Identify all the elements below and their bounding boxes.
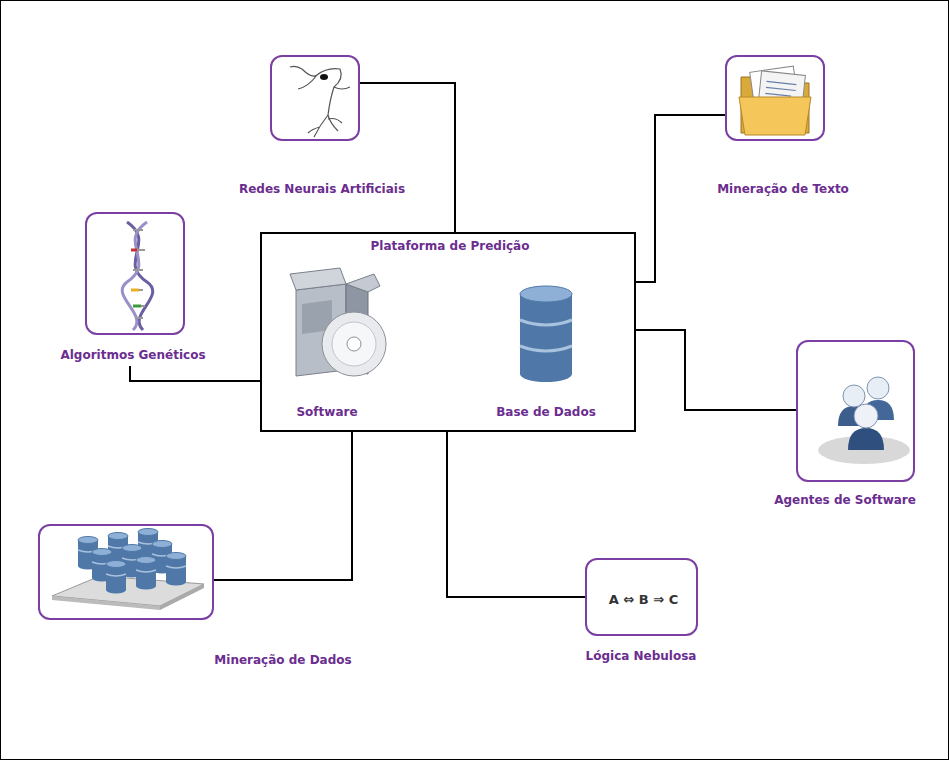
technique-node: Algoritmos Genéticos	[85, 212, 185, 335]
software-icon	[290, 268, 386, 376]
component-label: Software	[296, 405, 357, 419]
icon-box	[796, 340, 915, 482]
platform-title: Plataforma de Predição	[371, 239, 530, 253]
connector	[360, 83, 455, 232]
technique-node: Redes Neurais Artificiais	[270, 55, 360, 141]
technique-node: A ⇔ B ⇒ CLógica Nebulosa	[585, 558, 698, 636]
node-label: Mineração de Dados	[214, 653, 351, 667]
connector	[130, 366, 260, 381]
platform-box: Plataforma de PrediçãoSoftware Base de Da…	[260, 232, 636, 432]
dna-icon	[87, 214, 187, 337]
node-label: Mineração de Texto	[717, 182, 849, 196]
icon-box	[85, 212, 185, 335]
component-label: Base de Dados	[496, 405, 596, 419]
node-label: Redes Neurais Artificiais	[239, 182, 405, 196]
icon-box: A ⇔ B ⇒ C	[585, 558, 698, 636]
people-icon	[798, 342, 917, 484]
connector	[447, 432, 585, 597]
connector	[214, 432, 352, 580]
database-icon	[520, 286, 572, 382]
node-label: Lógica Nebulosa	[586, 649, 697, 663]
connector	[636, 115, 725, 282]
icon-box	[38, 524, 214, 620]
neuron-icon	[272, 57, 362, 143]
folder-icon	[727, 57, 827, 143]
node-label: Agentes de Software	[774, 493, 916, 507]
icon-box	[725, 55, 825, 141]
node-label: Algoritmos Genéticos	[60, 348, 205, 362]
database-cluster-icon	[40, 526, 216, 622]
technique-node: Agentes de Software	[796, 340, 915, 482]
platform-icons	[262, 234, 638, 434]
technique-node: Mineração de Dados	[38, 524, 214, 620]
icon-box	[270, 55, 360, 141]
connector	[636, 330, 796, 410]
technique-node: Mineração de Texto	[725, 55, 825, 141]
logic-formula: A ⇔ B ⇒ C	[609, 592, 678, 607]
